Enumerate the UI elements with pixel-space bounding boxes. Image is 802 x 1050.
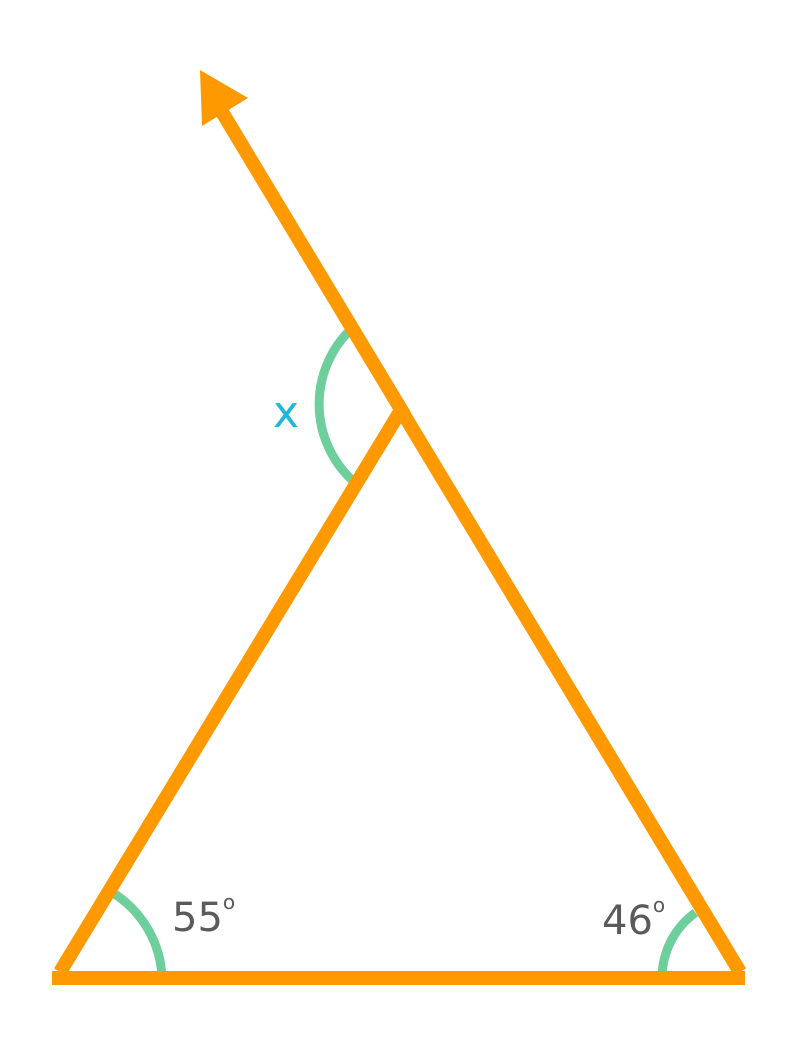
degree-mark-right: o — [653, 893, 665, 917]
ray-arrowhead — [200, 70, 248, 126]
angle-arc-left — [111, 890, 167, 979]
extended-side-ray — [216, 108, 411, 420]
triangle-right-side — [395, 406, 746, 976]
degree-mark-left: o — [223, 890, 235, 914]
angle-arc-exterior — [314, 326, 356, 484]
exterior-angle-label: x — [273, 387, 299, 438]
angle-left-label: 55o — [172, 890, 235, 941]
triangle — [52, 108, 746, 985]
angle-arc-right — [657, 908, 699, 979]
angle-right-label: 46o — [602, 893, 665, 944]
triangle-left-side — [54, 406, 407, 976]
